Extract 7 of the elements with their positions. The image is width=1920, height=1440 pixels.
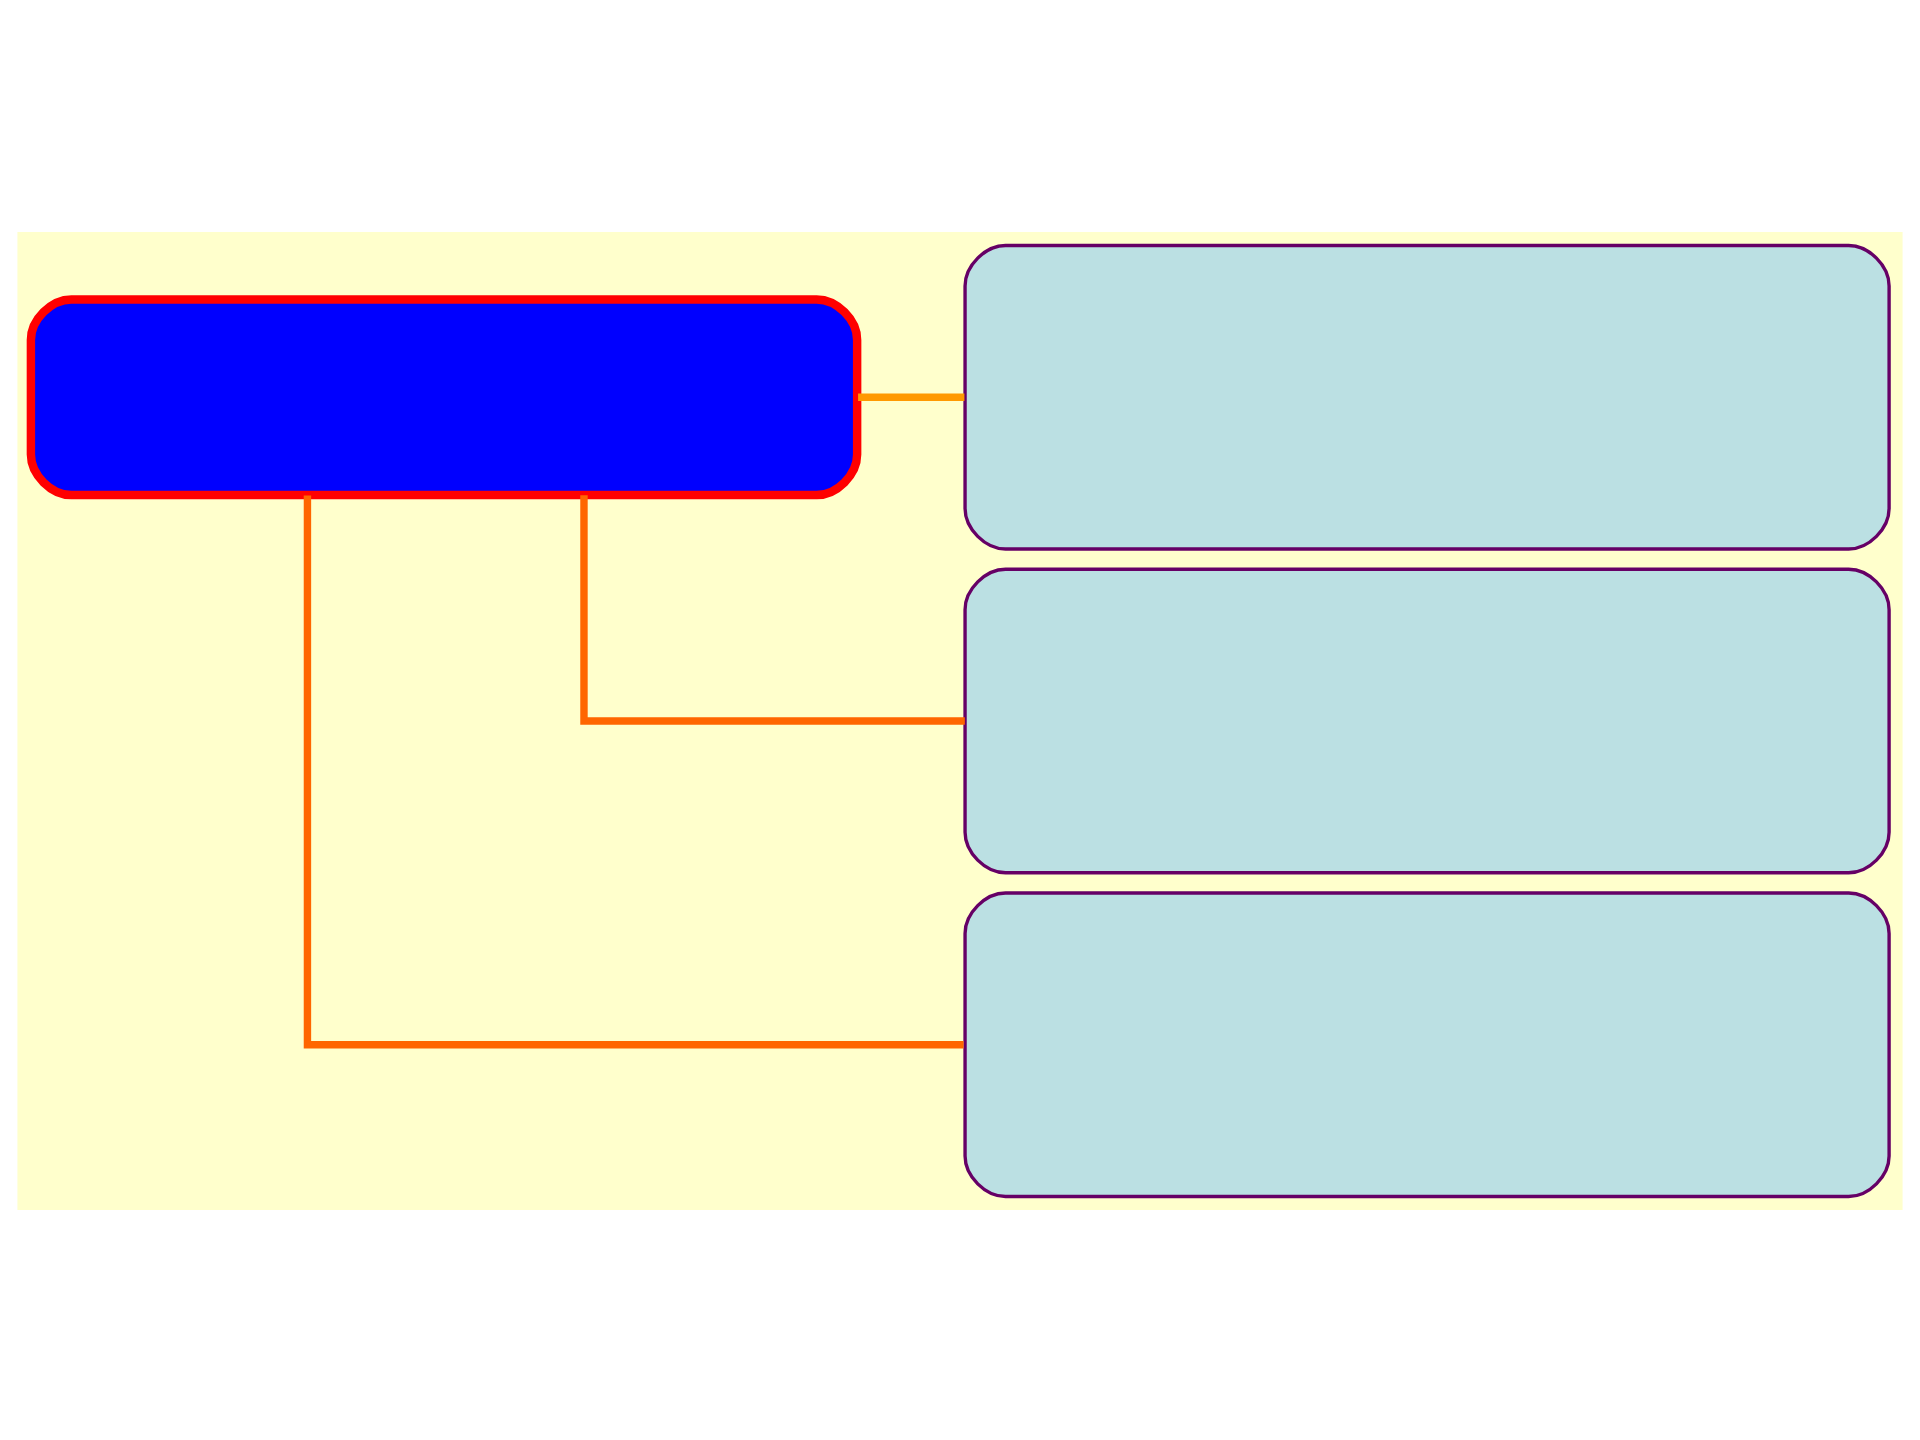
connector [580,494,965,724]
node-box [963,890,1891,1198]
node-box [963,242,1891,550]
connector [303,494,964,1048]
node-box [963,566,1891,874]
node-box [26,294,862,499]
connector [858,392,965,400]
